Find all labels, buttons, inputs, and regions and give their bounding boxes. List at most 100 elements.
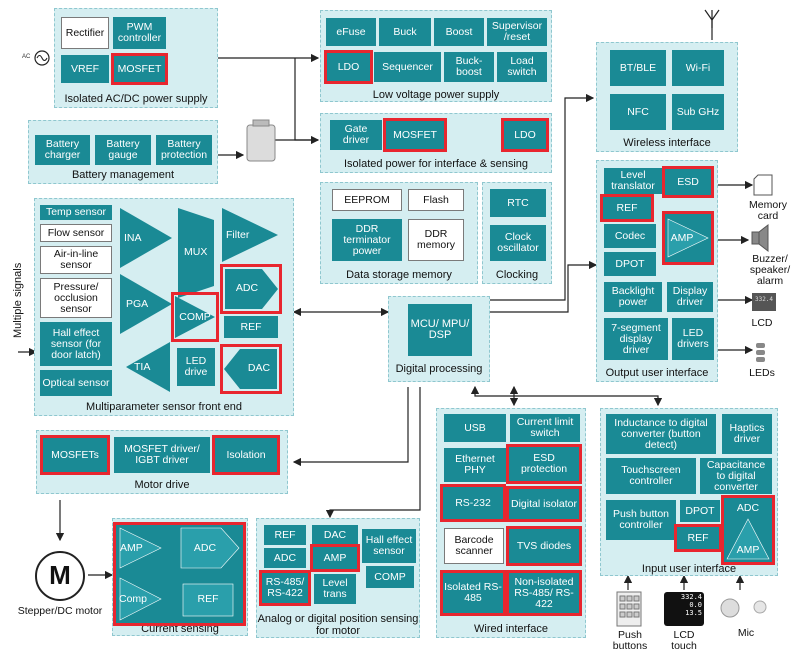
sensor-comp-frame: COMP: [171, 292, 219, 342]
lcd-icon: [752, 293, 776, 311]
multiple-signals-label: Multiple signals: [12, 262, 24, 338]
output-label: Output user interface: [605, 367, 709, 379]
flash-block: Flash: [408, 189, 464, 211]
flow-sensor-block: Flow sensor: [40, 224, 112, 242]
current-adc-label: ADC: [193, 542, 217, 554]
vref-block: VREF: [61, 55, 109, 83]
barcode-scanner-block: Barcode scanner: [444, 528, 504, 564]
storage-label: Data storage memory: [346, 269, 452, 281]
position-comp-block: COMP: [366, 566, 414, 588]
mosfets-block: MOSFETs: [40, 435, 110, 475]
filter-triangle: [222, 208, 278, 262]
tia-triangle: [126, 342, 170, 392]
memory-card-label: Memory card: [749, 199, 787, 222]
lcd-touch-icon: [664, 592, 704, 626]
acdc-mosfet-block: MOSFET: [111, 53, 168, 85]
acdc-label: Isolated AC/DC power supply: [64, 93, 208, 105]
mux-shape: [178, 208, 214, 298]
wireless-label: Wireless interface: [623, 137, 711, 149]
inductance-block: Inductance to digital converter (button …: [606, 414, 716, 454]
push-buttons-icon: [616, 591, 642, 627]
output-amp-label: AMP: [670, 232, 694, 244]
position-hall-block: Hall effect sensor: [362, 529, 416, 563]
battery-gauge-block: Battery gauge: [95, 135, 151, 165]
position-amp-block: AMP: [310, 544, 360, 572]
push-button-controller-block: Push button controller: [606, 500, 676, 540]
filter-label: Filter: [226, 229, 250, 241]
buck-block: Buck: [379, 18, 431, 46]
position-rs485-block: RS-485/ RS-422: [259, 570, 311, 606]
lcd-touch-digit-3: 13.5: [685, 609, 702, 617]
isolation-block: Isolation: [212, 435, 280, 475]
iso-mosfet-block: MOSFET: [383, 118, 447, 152]
mic-icon: [720, 598, 767, 618]
backlight-power-block: Backlight power: [604, 282, 662, 312]
mic-label: Mic: [737, 627, 755, 639]
buzzer-label: Buzzer/ speaker/ alarm: [749, 253, 791, 287]
mux-label: MUX: [184, 246, 208, 258]
output-esd-block: ESD: [662, 166, 714, 198]
lcd-label: LCD: [751, 317, 773, 329]
efuse-block: eFuse: [326, 18, 376, 46]
position-dac-block: DAC: [312, 525, 358, 545]
sensor-adc-label: ADC: [235, 282, 259, 294]
input-amp-label: AMP: [736, 544, 760, 556]
load-switch-block: Load switch: [497, 52, 547, 82]
sub-ghz-block: Sub GHz: [672, 94, 724, 130]
input-adc-label: ADC: [736, 502, 760, 514]
gate-driver-block: Gate driver: [330, 120, 382, 150]
antenna-icon: [704, 9, 720, 28]
input-dpot-block: DPOT: [680, 500, 720, 522]
level-trans-block: Level trans: [314, 574, 356, 604]
leds-icon: [756, 343, 765, 362]
clock-oscillator-block: Clock oscillator: [490, 225, 546, 261]
boost-block: Boost: [434, 18, 484, 46]
battery-protection-block: Battery protection: [156, 135, 212, 165]
ddr-memory-block: DDR memory: [408, 219, 464, 261]
current-limit-block: Current limit switch: [510, 414, 580, 442]
led-drive-block: LED drive: [177, 348, 215, 386]
lcd-touch-digits: 332.4 0.0 13.5: [666, 593, 702, 617]
lcd-touch-label: LCD touch: [671, 629, 697, 652]
lv-ldo-block: LDO: [324, 50, 373, 84]
current-ref-label: REF: [197, 593, 219, 605]
position-ref-block: REF: [264, 525, 306, 545]
level-translator-block: Level translator: [604, 168, 662, 194]
output-amp-frame: AMP: [662, 211, 714, 265]
pressure-block: Pressure/ occlusion sensor: [40, 278, 112, 318]
wired-label: Wired interface: [474, 623, 548, 635]
mcu-block: MCU/ MPU/ DSP: [408, 304, 472, 356]
display-driver-block: Display driver: [667, 282, 713, 312]
motor-label: Motor drive: [134, 479, 190, 491]
isolated-rs485-block: Isolated RS-485: [440, 570, 506, 616]
output-dpot-block: DPOT: [604, 252, 656, 276]
ethernet-phy-block: Ethernet PHY: [444, 448, 506, 482]
rtc-block: RTC: [490, 189, 546, 217]
led-drivers-block: LED drivers: [672, 318, 714, 360]
motor-icon: [35, 551, 85, 601]
sensor-label: Multiparameter sensor front end: [86, 401, 242, 413]
pga-triangle: [120, 274, 172, 334]
bt-ble-block: BT/BLE: [610, 50, 666, 86]
hall-effect-sensor-block: Hall effect sensor (for door latch): [40, 322, 112, 366]
pwm-controller-block: PWM controller: [113, 17, 166, 49]
digital-label: Digital processing: [395, 363, 483, 375]
input-ref-block: REF: [674, 524, 722, 552]
lv-label: Low voltage power supply: [372, 89, 500, 101]
rectifier-block: Rectifier: [61, 17, 109, 49]
wifi-block: Wi-Fi: [672, 50, 724, 86]
mosfet-driver-block: MOSFET driver/ IGBT driver: [114, 437, 210, 473]
memory-card-icon: [753, 174, 773, 196]
pga-label: PGA: [126, 298, 149, 310]
iso-ldo-block: LDO: [501, 118, 549, 152]
sequencer-block: Sequencer: [374, 52, 441, 82]
sensor-ref-block: REF: [224, 316, 278, 338]
push-buttons-label: Push buttons: [612, 629, 648, 652]
non-isolated-rs485-block: Non-isolated RS-485/ RS-422: [506, 570, 582, 616]
nfc-block: NFC: [610, 94, 666, 130]
battery-pack-icon: [246, 119, 276, 162]
leds-label: LEDs: [749, 367, 775, 379]
ac-source-icon: [34, 50, 50, 66]
